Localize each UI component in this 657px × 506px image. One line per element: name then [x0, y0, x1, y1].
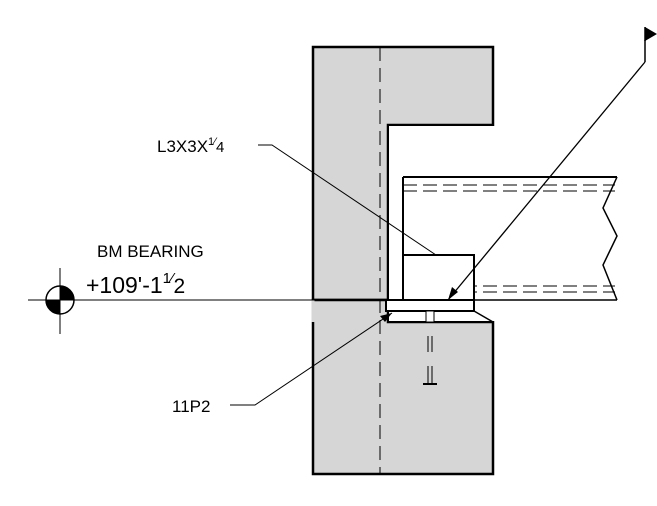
plate-leader-arrow: [380, 313, 392, 322]
plate-label: 11P2: [172, 397, 210, 416]
angle-label-num: 1: [208, 136, 214, 148]
angle-label: L3X3X1⁄4: [157, 136, 224, 156]
wall-lower: [311, 298, 495, 476]
section-flag-icon: [645, 27, 657, 41]
angle-label-base: L3X3X: [157, 137, 208, 156]
angle-section: [402, 254, 475, 301]
anchor-stud: [423, 310, 437, 385]
section-leader: [447, 61, 646, 301]
angle-leader: [258, 144, 437, 256]
elevation-value-den: 2: [174, 275, 186, 298]
elevation-title: BM BEARING: [97, 242, 204, 261]
elevation-target-icon: [28, 268, 92, 334]
elevation-value: +109'-11⁄2: [86, 270, 185, 298]
section-leader-arrow: [448, 287, 458, 300]
plate-leader: [230, 312, 393, 406]
angle-label-den: 4: [216, 139, 224, 156]
elevation-value-num: 1: [163, 270, 171, 287]
elevation-value-main: +109'-1: [86, 272, 163, 298]
